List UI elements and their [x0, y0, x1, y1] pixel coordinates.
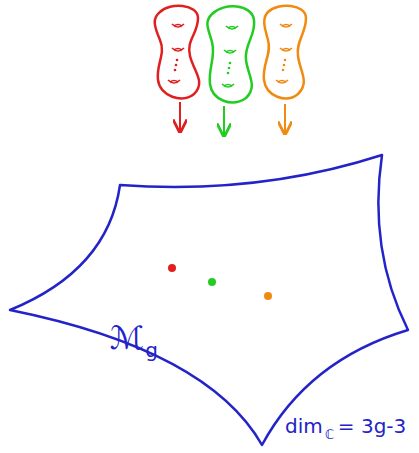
point-dot: [208, 278, 216, 286]
space-subscript: g: [145, 340, 158, 360]
map-arrow: [284, 104, 286, 134]
dimension-label: dim: [285, 416, 323, 436]
dimension-subscript: ℂ: [325, 428, 334, 441]
point-dot: [168, 264, 176, 272]
point-dot: [264, 292, 272, 300]
map-arrow: [179, 102, 181, 132]
space-symbol: ℳ: [110, 322, 144, 354]
moduli-outline: [8, 150, 411, 448]
dimension-value: = 3g-3: [338, 416, 406, 436]
riemann-surface: [155, 6, 199, 99]
map-arrow: [223, 106, 225, 136]
riemann-surface: [264, 6, 306, 99]
riemann-surface: [207, 6, 254, 102]
moduli-space: ℳg: [8, 150, 411, 448]
